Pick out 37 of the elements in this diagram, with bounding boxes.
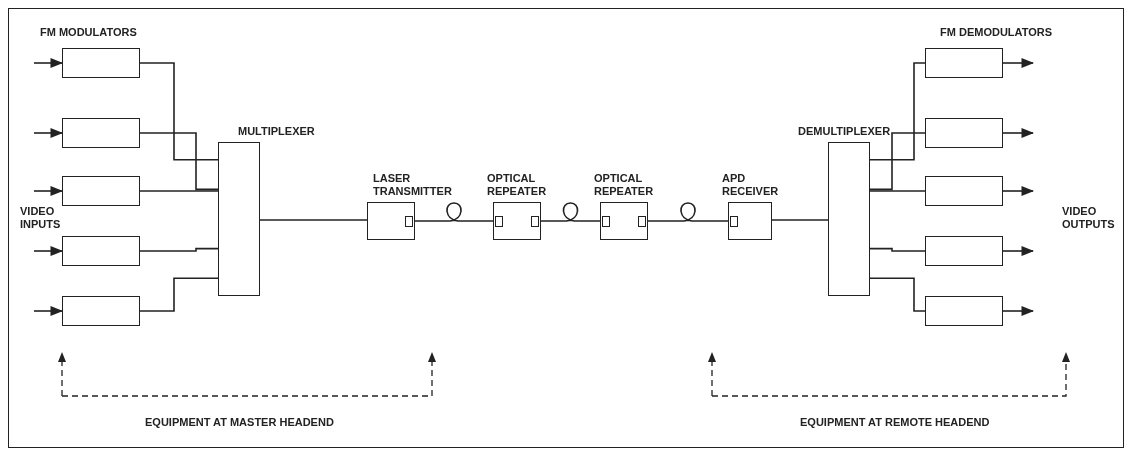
connector-line xyxy=(869,62,926,161)
connector-line xyxy=(1002,127,1035,139)
connector-line xyxy=(869,247,926,252)
bracket-caption: EQUIPMENT AT MASTER HEADEND xyxy=(145,416,334,429)
connector-line xyxy=(139,277,219,312)
connector-line xyxy=(1002,57,1035,69)
connector-line xyxy=(139,132,219,191)
connector-line xyxy=(771,219,829,221)
connector-line xyxy=(869,277,926,312)
connector-line xyxy=(33,57,64,69)
block-label: APD RECEIVER xyxy=(722,172,780,198)
connector-line xyxy=(1002,185,1035,197)
connector-line xyxy=(869,132,926,191)
connector-line xyxy=(259,219,368,221)
connector-line xyxy=(139,190,219,192)
section-heading: FM DEMODULATORS xyxy=(940,26,1053,39)
connector-line xyxy=(139,62,219,161)
connector-line xyxy=(33,127,64,139)
block-label: LASER TRANSMITTER xyxy=(373,172,453,198)
side-label: VIDEO OUTPUTS xyxy=(1062,205,1116,231)
connector-line xyxy=(139,247,219,252)
side-label: VIDEO INPUTS xyxy=(20,205,62,231)
connector-line xyxy=(33,305,64,317)
block-label: DEMULTIPLEXER xyxy=(798,125,892,138)
bracket-caption: EQUIPMENT AT REMOTE HEADEND xyxy=(800,416,990,429)
fiber-cable xyxy=(540,202,601,222)
block-label: OPTICAL REPEATER xyxy=(487,172,548,198)
connector-line xyxy=(33,185,64,197)
connector-line xyxy=(1002,305,1035,317)
connector-line xyxy=(869,190,926,192)
section-heading: FM MODULATORS xyxy=(40,26,137,39)
connector-line xyxy=(33,245,64,257)
block-label: MULTIPLEXER xyxy=(238,125,316,138)
fiber-cable xyxy=(414,202,494,222)
fiber-cable xyxy=(647,202,729,222)
connector-line xyxy=(1002,245,1035,257)
block-label: OPTICAL REPEATER xyxy=(594,172,655,198)
